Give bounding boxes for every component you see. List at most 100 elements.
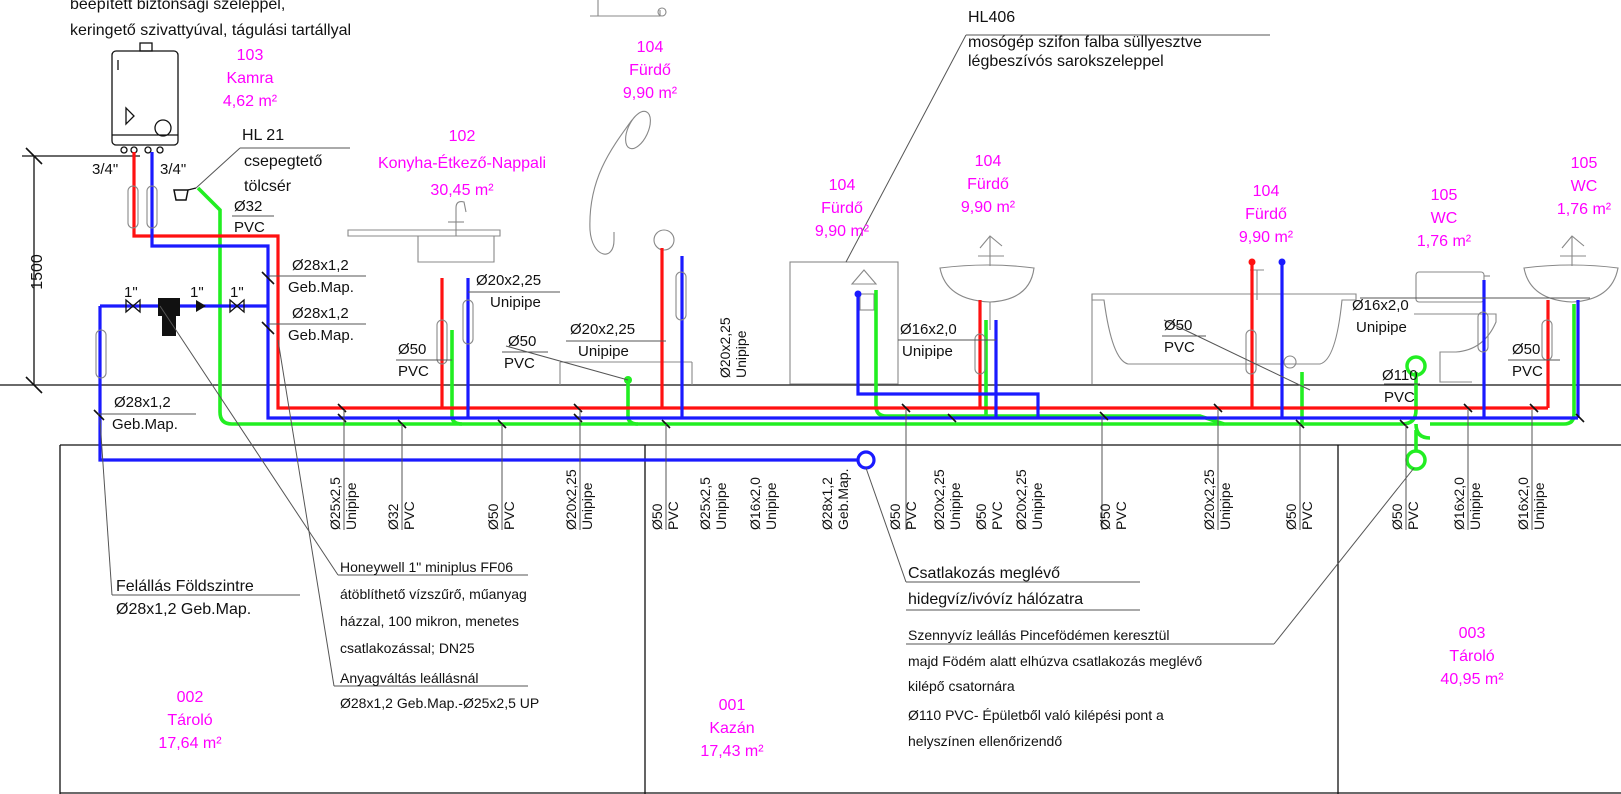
label-pvc50c-size: Ø50 [1164,317,1192,334]
header-line-1: beépített biztonsági szeleppel, [70,0,285,13]
label-up20a-mat: Unipipe [490,294,541,311]
vlabel-14-mat: Unipipe [1217,482,1233,530]
sewer-line-2: kilépő csatornára [908,678,1015,694]
label-up16a-size: Ø16x2,0 [900,321,957,338]
vlabel-15-size: Ø50 [1283,503,1299,530]
vlabel-14-size: Ø20x2,25 [1201,469,1217,530]
vlabel-7-mat: Unipipe [763,482,779,530]
sewer-line-1: majd Födém alatt elhúzva csatlakozás meg… [908,653,1202,669]
vlabel-6-size: Ø25x2,5 [697,477,713,530]
label-gm2-mat: Geb.Map. [288,327,354,344]
hl21-line-2: tölcsér [244,178,292,195]
room-104-c-number: 104 [1253,183,1280,200]
vlabel-8-mat: Geb.Map. [835,469,851,530]
label-pvc110-size: Ø110 [1382,367,1418,384]
room-104-b-name: Fürdő [967,176,1009,193]
room-102-number: 102 [449,128,476,145]
ball-valve-icon-2 [229,298,245,314]
vlabel-10-mat: Unipipe [947,482,963,530]
header-line-2: keringető szivattyúval, tágulási tartáll… [70,22,351,39]
label-3-4-right: 3/4" [160,161,186,178]
boiler-icon [111,42,179,154]
room-103-area: 4,62 m² [223,93,278,110]
vlabel-8-size: Ø28x1,2 [819,477,835,530]
label-gm1-size: Ø28x1,2 [292,257,349,274]
room-105-a-number: 105 [1431,187,1458,204]
vlabel-4-size: Ø20x2,25 [563,469,579,530]
drip-funnel-icon [173,187,197,201]
height-dimension: 1500 [22,147,140,394]
washbasin-icon-1 [939,235,1035,330]
connection-line-2: hidegvíz/ivóvíz hálózatra [908,591,1083,608]
vlabel-5-mat: PVC [665,501,681,530]
vlabel-10-size: Ø20x2,25 [931,469,947,530]
hl21-title: HL 21 [242,127,284,144]
vlabel-2-mat: PVC [401,501,417,530]
vlabel-17-mat: Unipipe [1467,482,1483,530]
room-105-b-name: WC [1571,178,1598,195]
room-003-area: 40,95 m² [1440,671,1504,688]
material-change-title: Anyagváltás leállásnál [340,670,479,686]
washing-machine-box [789,261,899,385]
vlabel-18-mat: Unipipe [1531,482,1547,530]
vlabel-5-size: Ø50 [649,503,665,530]
vlabel-15-mat: PVC [1299,501,1315,530]
room-104-top-number: 104 [637,39,664,56]
vlabel-1-mat: Unipipe [343,482,359,530]
filter-line-1: átöblíthető vízszűrő, műanyag [340,586,527,602]
label-gm1-mat: Geb.Map. [288,279,354,296]
sewer-title: Szennyvíz leállás Pincefödémen keresztül [908,627,1169,643]
cold-water-pipes [98,152,1580,470]
filter-line-2: házzal, 100 mikron, menetes [340,613,519,629]
label-1-inch-b: 1" [190,284,204,301]
room-102-area: 30,45 m² [430,182,494,199]
label-up16b-mat: Unipipe [1356,319,1407,336]
header-notes: beépített biztonsági szeleppel, keringet… [70,0,351,39]
pipe-labels: 3/4" 3/4" 1" 1" 1" Ø32 PVC Ø28x1,2 Geb.M… [92,161,1560,433]
vlabel-9-size: Ø50 [887,503,903,530]
vlabel-18-size: Ø16x2,0 [1515,477,1531,530]
flex-hose-icons [95,185,1553,379]
riser-line: Ø28x1,2 Geb.Map. [116,601,251,618]
room-103-name: Kamra [226,70,273,87]
label-pvc50b-size: Ø50 [508,333,536,350]
hl406-line-2: légbeszívós sarokszeleppel [968,53,1164,70]
hl406-title: HL406 [968,9,1015,26]
label-up20b-mat: Unipipe [578,343,629,360]
filter-line-3: csatlakozással; DN25 [340,640,475,656]
label-pvc50a-size: Ø50 [398,341,426,358]
vlabel-11-size: Ø50 [973,503,989,530]
label-pvc32-size: Ø32 [234,198,262,215]
room-105-a-area: 1,76 m² [1417,233,1472,250]
vlabel-16-mat: PVC [1405,501,1421,530]
hl21-line-1: csepegtető [244,153,322,170]
room-104-b-number: 104 [975,153,1002,170]
room-104-top-name: Fürdő [629,62,671,79]
vlabel-2-size: Ø32 [385,503,401,530]
vlabel-7-size: Ø16x2,0 [747,477,763,530]
shower-head-icon [559,0,693,385]
vlabel-13-size: Ø50 [1097,503,1113,530]
vertical-label-leaders [343,410,1533,530]
vlabel-0-size: Ø20x2,25 [717,317,733,378]
label-3-4-left: 3/4" [92,161,118,178]
room-001-name: Kazán [709,720,754,737]
leader-lines [99,34,1590,687]
room-003-number: 003 [1459,625,1486,642]
label-pvc50d-mat: PVC [1512,363,1543,380]
label-1-inch-a: 1" [124,284,138,301]
vlabel-4-mat: Unipipe [579,482,595,530]
connection-line-1: Csatlakozás meglévő [908,565,1060,582]
room-104-a-area: 9,90 m² [815,223,870,240]
room-104-top-area: 9,90 m² [623,85,678,102]
vlabel-9-mat: PVC [903,501,919,530]
sewer-line-4: helyszínen ellenőrizendő [908,733,1062,749]
room-104-c-name: Fürdő [1245,206,1287,223]
room-003-name: Tároló [1449,648,1494,665]
room-105-b-area: 1,76 m² [1557,201,1612,218]
label-up20b-size: Ø20x2,25 [570,321,635,338]
vertical-pipe-labels: Ø20x2,25 Unipipe Ø25x2,5 Unipipe Ø32 PVC… [327,317,1547,530]
vlabel-13-mat: PVC [1113,501,1129,530]
label-pvc50c-mat: PVC [1164,339,1195,356]
